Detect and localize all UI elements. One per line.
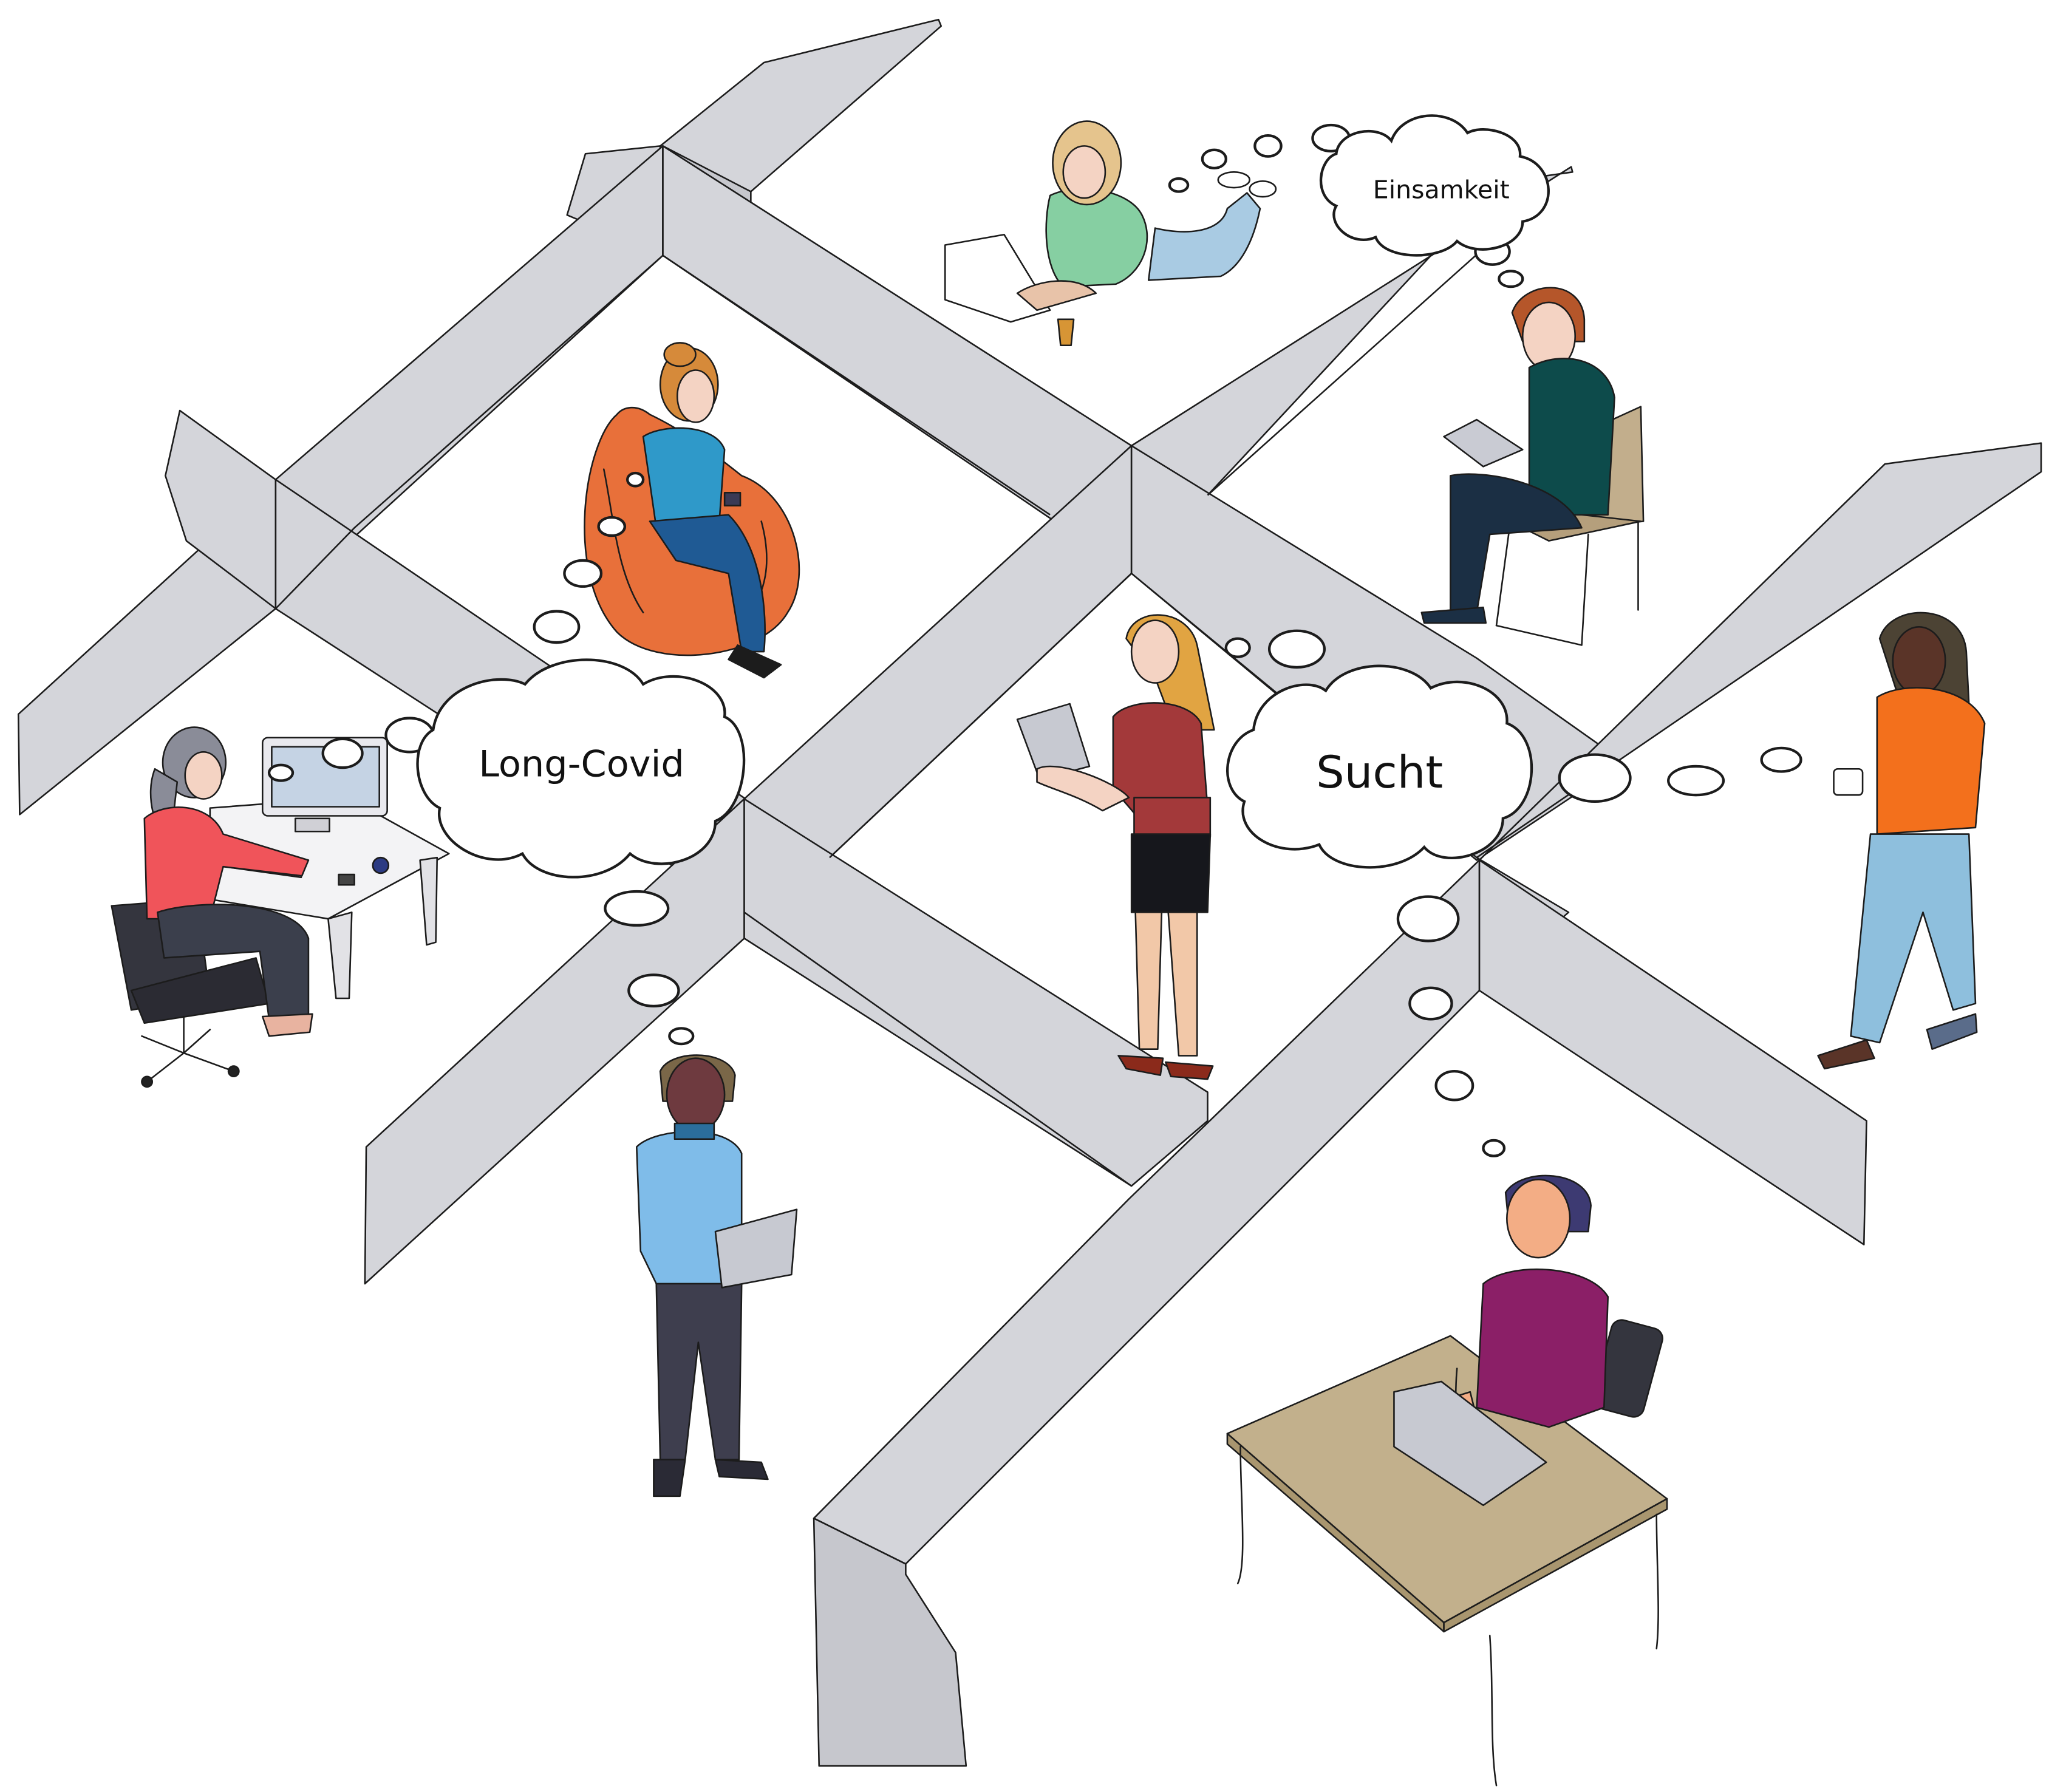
wall-lower-long-face — [813, 1518, 967, 1767]
woman-lying-laptop — [944, 120, 1277, 347]
man-standing-laptop — [635, 1054, 798, 1497]
partition-walls — [17, 18, 2042, 1767]
woman-desk-computer — [143, 726, 313, 1037]
mug-icon — [372, 856, 390, 874]
thought-trail-long-covid — [267, 471, 695, 1046]
thought-trail-loneliness — [1168, 123, 1524, 288]
wall-lower-center-right — [743, 798, 1209, 1187]
man-table-laptop — [1393, 1174, 1609, 1507]
woman-walking-mug — [1817, 612, 1986, 1070]
woman-standing-tablet — [1016, 614, 1215, 1080]
thought-cloud-loneliness: Einsamkeit — [1320, 114, 1550, 257]
thought-label-loneliness: Einsamkeit — [1373, 175, 1510, 205]
thought-trail-addiction — [1224, 629, 1802, 1157]
man-chair-tablet — [1420, 287, 1615, 624]
woman-beanbag-phone — [642, 342, 782, 679]
thought-label-addiction: Sucht — [1316, 747, 1443, 799]
thought-label-long-covid: Long-Covid — [479, 743, 684, 786]
thought-cloud-addiction: Sucht — [1226, 664, 1533, 869]
thought-cloud-long-covid: Long-Covid — [416, 658, 746, 879]
